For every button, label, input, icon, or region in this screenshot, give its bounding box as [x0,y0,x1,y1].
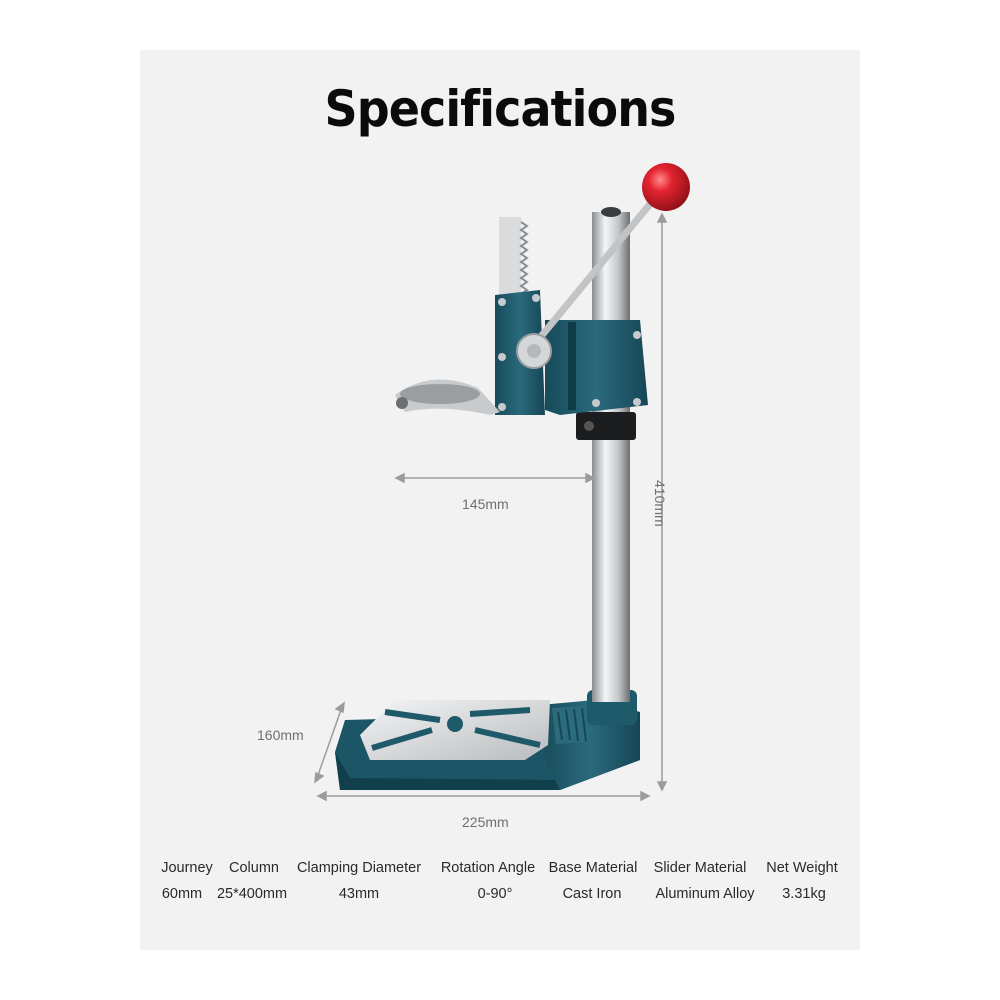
height-label: 410mm [652,480,668,527]
base-width-label: 225mm [462,814,509,830]
page-title: Specifications [324,80,676,138]
spec-value: Cast Iron [562,886,622,902]
lever-arm [530,194,659,349]
spec-value: 0-90° [477,886,513,902]
depth-collar [576,412,636,440]
drill-clamp [395,379,500,415]
spec-value: 43mm [338,886,380,902]
spec-header: Column [229,860,279,876]
spec-header: Clamping Diameter [296,860,422,876]
spec-header: Slider Material [653,860,747,876]
base-depth-label: 160mm [257,727,304,743]
carriage [545,320,648,415]
spec-headers-row: Journey Column Clamping Diameter Rotatio… [140,860,860,880]
spec-values-row: 60mm 25*400mm 43mm 0-90° Cast Iron Alumi… [140,886,860,906]
spec-header: Journey [161,860,213,876]
spec-value: 60mm [161,886,203,902]
rack [499,217,529,297]
spec-header: Rotation Angle [440,860,536,876]
column [592,212,630,702]
spec-value: Aluminum Alloy [655,886,755,902]
base [335,690,640,790]
arm-reach-label: 145mm [462,496,509,512]
spec-header: Base Material [548,860,638,876]
spec-header: Net Weight [766,860,838,876]
lever-knob [642,163,690,211]
dimension-arrows [314,212,668,802]
spec-panel [140,50,860,950]
spec-value: 3.31kg [782,886,826,902]
spec-value: 25*400mm [216,886,288,902]
